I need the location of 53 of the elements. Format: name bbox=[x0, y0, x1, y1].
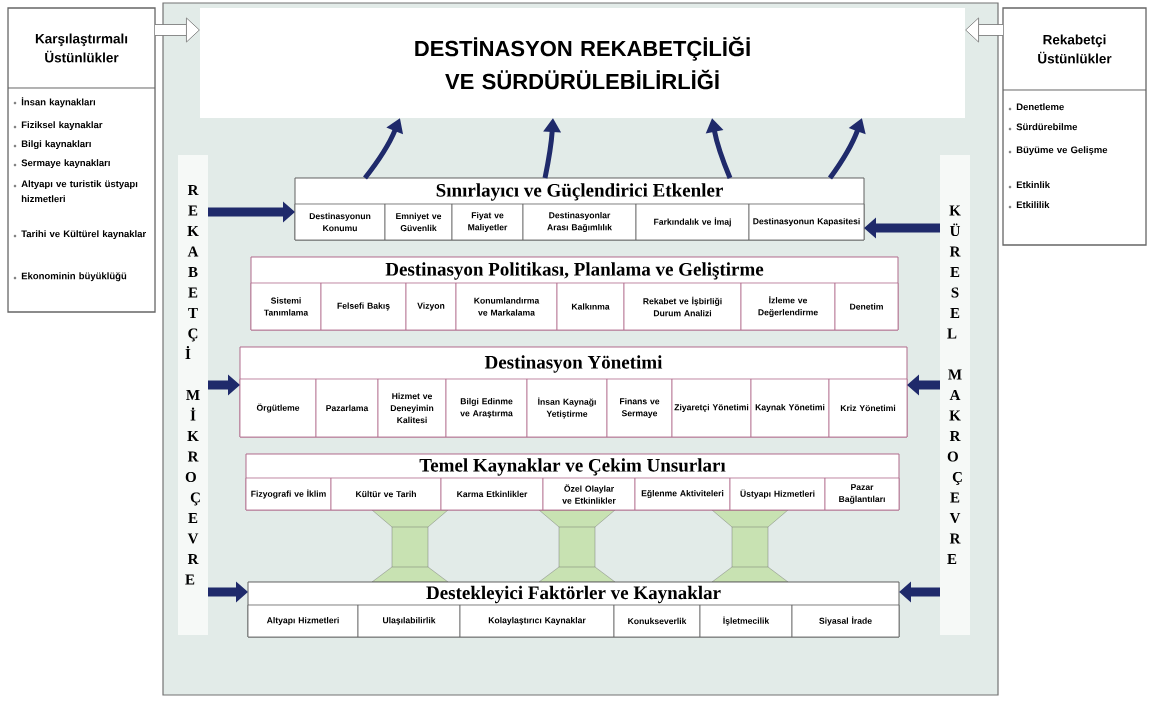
cell: Pazarlama bbox=[315, 378, 379, 438]
cell: Pazar Bağlantıları bbox=[824, 477, 900, 511]
list-item: Bilgi kaynakları bbox=[13, 140, 91, 150]
cell: Finans ve Sermaye bbox=[606, 378, 673, 438]
cell: İnsan Kaynağı Yetiştirme bbox=[526, 378, 608, 438]
vertical-label: KÜRESEL MAKRO ÇEVRE bbox=[940, 155, 970, 635]
cell: Kültür ve Tarih bbox=[330, 477, 442, 511]
cell: Siyasal İrade bbox=[791, 604, 900, 638]
list-item: Denetleme bbox=[1008, 103, 1064, 111]
cell: Emniyet ve Güvenlik bbox=[384, 203, 453, 241]
cell: Farkındalık ve İmaj bbox=[635, 203, 750, 241]
cell: Örgütleme bbox=[239, 378, 317, 438]
cell: Destinasyonun Kapasitesi bbox=[748, 203, 865, 241]
cell: Fiyat ve Maliyetler bbox=[451, 203, 524, 241]
cell: Ulaşılabilirlik bbox=[357, 604, 461, 638]
list-item: Büyüme ve Gelişme bbox=[1008, 146, 1108, 156]
cell: Rekabet ve İşbirliği Durum Analizi bbox=[623, 282, 742, 331]
list-item: Ekonominin büyüklüğü bbox=[13, 272, 127, 282]
cell: Sistemi Tanımlama bbox=[250, 282, 322, 331]
cell: Özel Olaylar ve Etkinlikler bbox=[542, 477, 636, 511]
cell: Destinasyonlar Arası Bağımlılık bbox=[522, 203, 637, 241]
cell: Hizmet ve Deneyimin Kalitesi bbox=[377, 378, 447, 438]
list-item: Sürdürebilme bbox=[1008, 123, 1078, 131]
cell: Kriz Yönetimi bbox=[828, 378, 908, 438]
cell: Fizyografi ve İklim bbox=[245, 477, 332, 511]
cell: Üstyapı Hizmetleri bbox=[729, 477, 826, 511]
cell: Destinasyonun Konumu bbox=[294, 203, 386, 241]
cell: Kolaylaştırıcı Kaynaklar bbox=[459, 604, 615, 638]
list-item: Etkililik bbox=[1008, 201, 1050, 209]
cell: Kalkınma bbox=[556, 282, 625, 331]
cell: Karma Etkinlikler bbox=[440, 477, 544, 511]
cell: Vizyon bbox=[405, 282, 457, 331]
list-item: Altyapı ve turistik üstyapı hizmetleri bbox=[13, 180, 138, 203]
list-item: Tarihi ve Kültürel kaynaklar bbox=[13, 230, 146, 240]
cell: Felsefi Bakış bbox=[320, 282, 407, 331]
cell: İzleme ve Değerlendirme bbox=[740, 282, 836, 331]
cell: Konukseverlik bbox=[613, 604, 701, 638]
hollow-arrow bbox=[965, 17, 1003, 43]
list-item: Sermaye kaynakları bbox=[13, 159, 110, 169]
cell: Denetim bbox=[834, 282, 899, 331]
title-banner: DESTİNASYON REKABETÇİLİĞİ VE SÜRDÜRÜLEBİLİRLİĞİ bbox=[200, 8, 965, 118]
vertical-label: REKABETÇİ MİKRO ÇEVRE bbox=[178, 155, 208, 635]
list-item: İnsan kaynakları bbox=[13, 97, 95, 108]
cell: İşletmecilik bbox=[699, 604, 793, 638]
cell: Bilgi Edinme ve Araştırma bbox=[445, 378, 528, 438]
list-item: Etkinlik bbox=[1008, 181, 1050, 189]
cell: Konumlandırma ve Markalama bbox=[455, 282, 558, 331]
hollow-arrow bbox=[155, 17, 200, 43]
cell: Eğlenme Aktiviteleri bbox=[634, 477, 731, 511]
cell: Ziyaretçi Yönetimi bbox=[671, 378, 752, 438]
cell: Altyapı Hizmetleri bbox=[247, 604, 359, 638]
list-item: Fiziksel kaynaklar bbox=[13, 121, 103, 131]
cell: Kaynak Yönetimi bbox=[750, 378, 830, 438]
